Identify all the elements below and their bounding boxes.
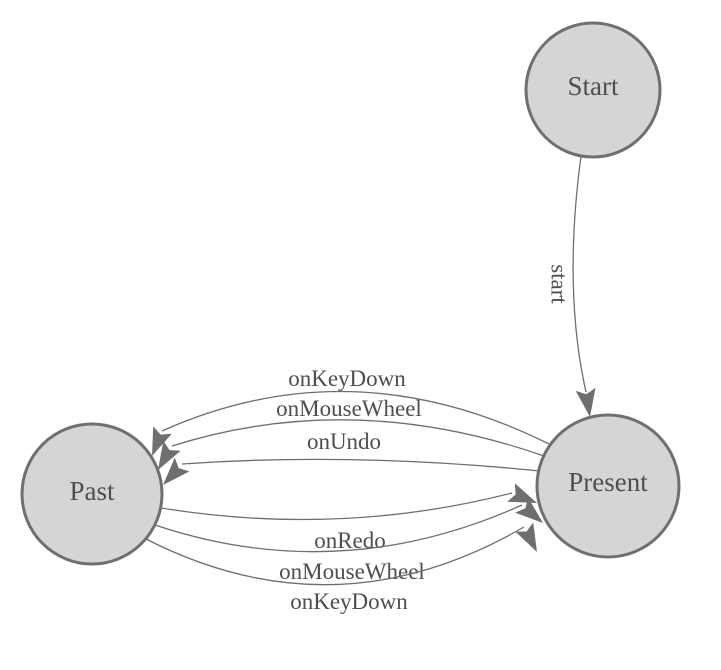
edge-past-to-present-onkeydown-line	[145, 526, 525, 586]
edge-present-to-past-onundo-arrowhead	[163, 457, 190, 485]
node-start[interactable]: Start	[524, 21, 662, 159]
edge-label-onmousewheel-lower: onMouseWheel	[279, 559, 425, 584]
edge-label-onkeydown-lower: onKeyDown	[290, 589, 408, 614]
edge-label-onmousewheel-upper: onMouseWheel	[276, 396, 422, 421]
edge-label-onkeydown-upper: onKeyDown	[288, 366, 406, 391]
edge-start-to-present: start	[547, 155, 596, 417]
edge-present-to-past-onmousewheel-line	[171, 419, 545, 457]
edge-past-to-present-onredo-line	[160, 492, 513, 521]
edge-start-to-present-line	[572, 155, 587, 393]
node-present[interactable]: Present	[535, 413, 681, 559]
edge-past-to-present-onredo: onRedo	[160, 483, 537, 553]
node-past-label: Past	[69, 476, 115, 506]
edge-past-to-present-onredo-arrowhead	[507, 483, 537, 503]
edge-label-onredo: onRedo	[314, 528, 386, 553]
edge-present-to-past-onkeydown: onKeyDown	[152, 366, 550, 456]
edge-present-to-past-onundo: onUndo	[163, 429, 541, 485]
edge-past-to-present-onmousewheel-line	[154, 504, 523, 553]
node-start-label: Start	[568, 71, 619, 101]
edge-present-to-past-onmousewheel-arrowhead	[158, 440, 181, 470]
edge-past-to-present-onmousewheel: onMouseWheel	[154, 497, 543, 584]
edge-past-to-present-onkeydown: onKeyDown	[145, 522, 537, 614]
edge-label-start: start	[547, 264, 572, 304]
node-present-label: Present	[568, 467, 648, 497]
edge-present-to-past-onmousewheel: onMouseWheel	[158, 396, 545, 470]
node-past[interactable]: Past	[20, 422, 164, 566]
edge-past-to-present-onmousewheel-arrowhead	[515, 497, 543, 523]
edge-present-to-past-onundo-line	[181, 458, 541, 472]
edge-present-to-past-onkeydown-arrowhead	[152, 426, 172, 456]
edge-present-to-past-onkeydown-line	[161, 390, 550, 445]
edge-start-to-present-arrowhead	[575, 387, 596, 417]
node-start-shape[interactable]	[524, 21, 662, 159]
node-past-shape[interactable]	[20, 422, 164, 566]
edge-label-onundo: onUndo	[307, 429, 381, 454]
edge-past-to-present-onkeydown-arrowhead	[515, 522, 537, 552]
node-present-shape[interactable]	[535, 413, 681, 559]
